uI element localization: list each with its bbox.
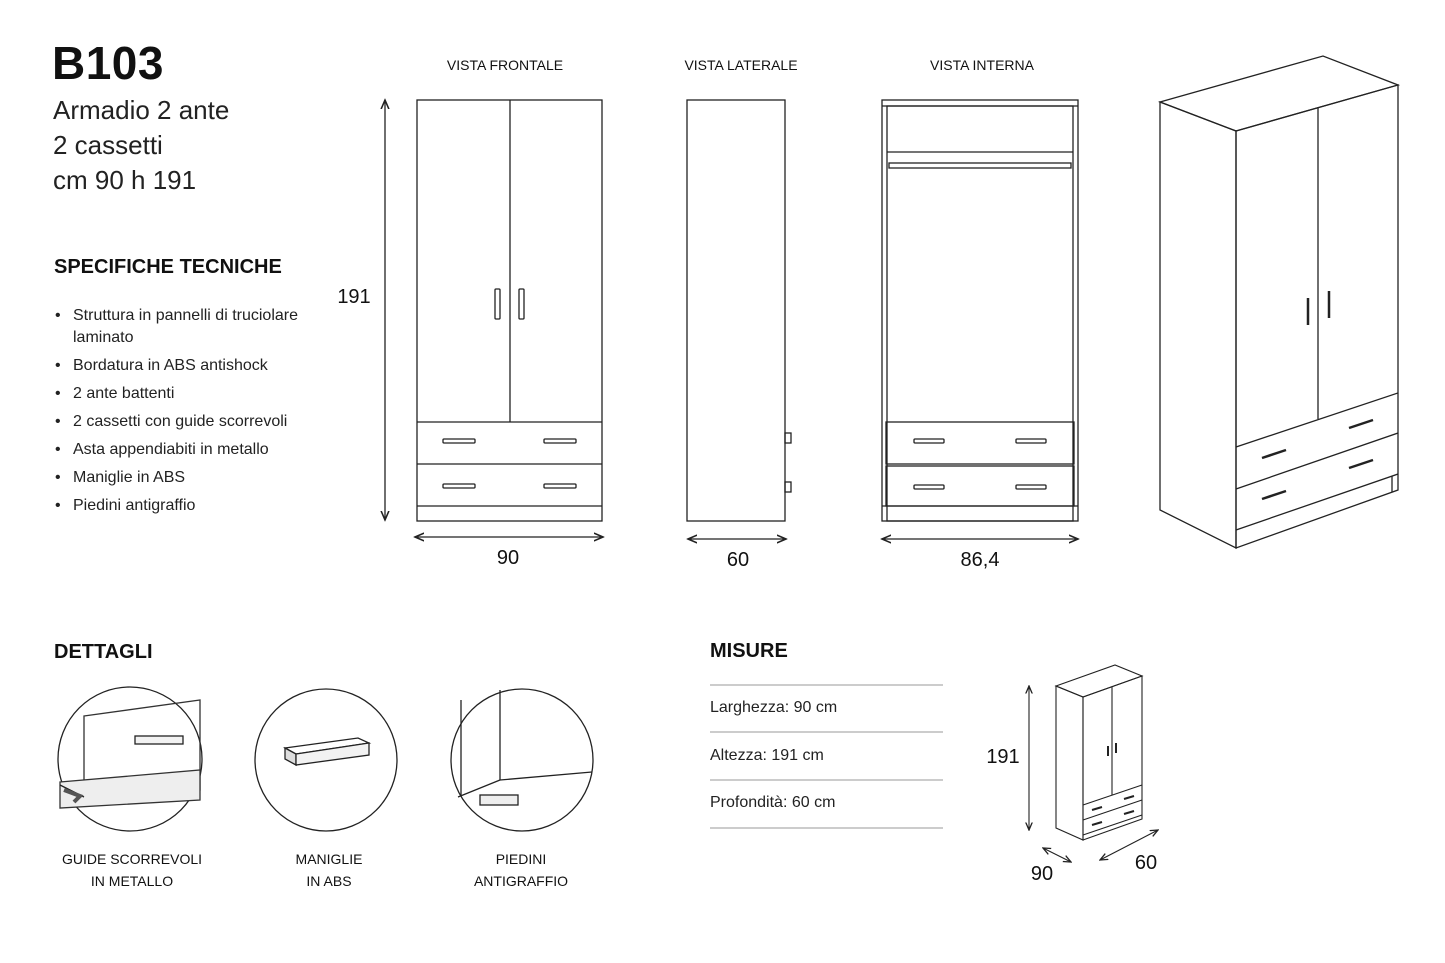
specs-list: Struttura in pannelli di truciolare lami… [54, 305, 314, 523]
detail-caption-line: PIEDINI [495, 851, 547, 867]
detail-caption-handles: MANIGLIE IN ABS [239, 848, 419, 892]
spec-item: Bordatura in ABS antishock [54, 355, 314, 377]
product-subtitle-line-3: cm 90 h 191 [53, 165, 197, 195]
detail-caption-line: IN METALLO [90, 873, 174, 889]
diagram-depth-dimension: 60 [1134, 852, 1158, 874]
front-width-dimension: 90 [496, 547, 520, 569]
front-view-drawing [385, 100, 603, 537]
measure-height-row: Altezza: 191 cm [710, 747, 824, 764]
side-depth-dimension: 60 [726, 549, 750, 571]
detail-caption-line: ANTIGRAFFIO [473, 873, 569, 889]
interior-width-dimension: 86,4 [960, 549, 1000, 571]
diagram-width-dimension: 90 [1030, 863, 1054, 885]
details-title: DETTAGLI [54, 641, 153, 663]
interior-view-drawing [882, 99, 1078, 539]
spec-item: 2 ante battenti [54, 383, 314, 405]
front-height-dimension: 191 [337, 286, 371, 308]
product-subtitle-line-2: 2 cassetti [53, 130, 163, 160]
spec-item: Struttura in pannelli di truciolare lami… [54, 305, 314, 349]
spec-item: Maniglie in ABS [54, 467, 314, 489]
side-view-drawing [686, 99, 792, 539]
measures-isometric-diagram [1029, 664, 1158, 862]
specs-title: SPECIFICHE TECNICHE [54, 256, 282, 278]
spec-item: Asta appendiabiti in metallo [54, 439, 314, 461]
measures-title: MISURE [710, 640, 788, 662]
isometric-view-drawing [1157, 55, 1401, 550]
measure-width-row: Larghezza: 90 cm [710, 699, 838, 716]
measures-table-lines [710, 684, 943, 829]
interior-view-label: VISTA INTERNA [930, 57, 1034, 73]
detail-caption-feet: PIEDINI ANTIGRAFFIO [431, 848, 611, 892]
detail-handle-illustration [254, 688, 398, 832]
detail-slide-illustration [57, 686, 203, 832]
diagram-height-dimension: 191 [986, 746, 1020, 768]
detail-caption-line: MANIGLIE [295, 851, 363, 867]
measure-depth-row: Profondità: 60 cm [710, 794, 836, 811]
spec-item: Piedini antigraffio [54, 495, 314, 517]
side-view-label: VISTA LATERALE [684, 57, 798, 73]
detail-caption-line: GUIDE SCORREVOLI [61, 851, 203, 867]
front-view-label: VISTA FRONTALE [446, 57, 564, 73]
detail-feet-illustration [450, 688, 594, 832]
product-subtitle-line-1: Armadio 2 ante [53, 95, 230, 125]
detail-caption-line: IN ABS [306, 873, 352, 889]
detail-caption-slides: GUIDE SCORREVOLI IN METALLO [42, 848, 222, 892]
product-code: B103 [52, 37, 164, 89]
spec-item: 2 cassetti con guide scorrevoli [54, 411, 314, 433]
